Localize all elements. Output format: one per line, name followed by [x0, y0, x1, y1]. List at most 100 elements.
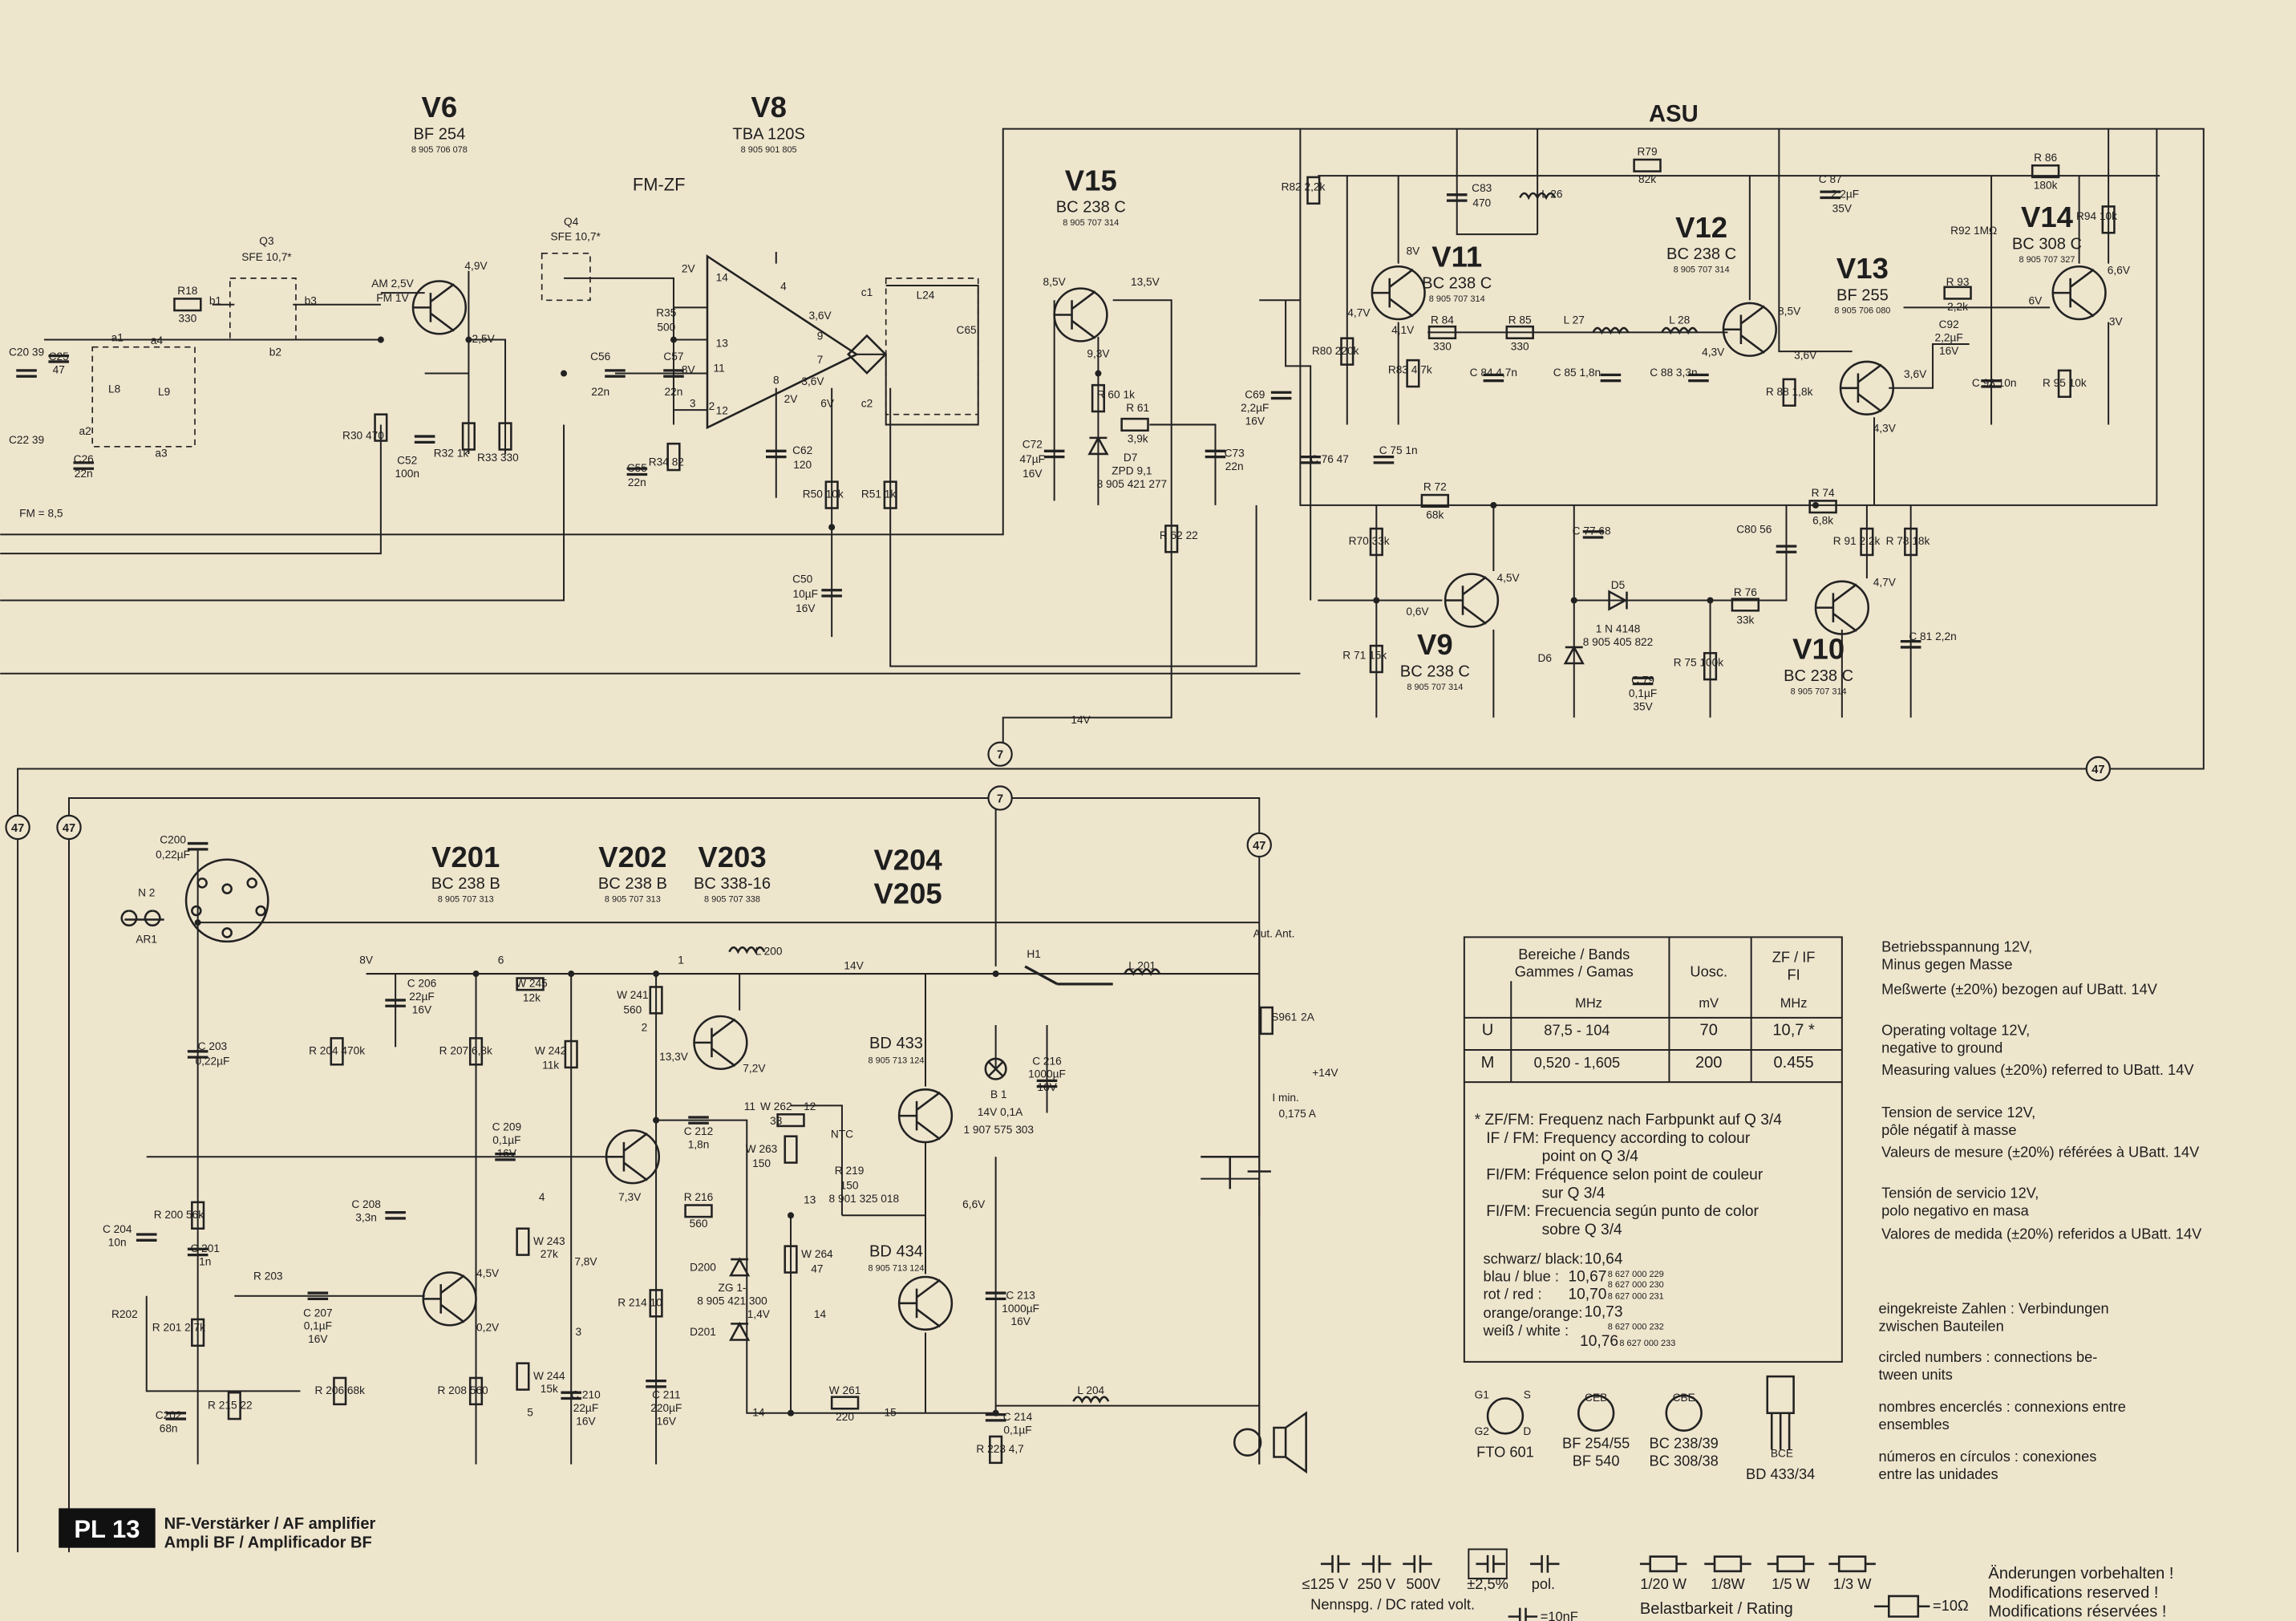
- junction-dot: [788, 1212, 795, 1219]
- capacitor-symbol: [414, 435, 435, 444]
- packages-4-label: BC 308/38: [1650, 1452, 1719, 1469]
- resistor-symbol: [776, 1113, 805, 1128]
- resistor-symbol: [516, 1362, 530, 1391]
- resistor-symbol: [1306, 176, 1321, 205]
- components-31-label: 22n: [665, 386, 683, 398]
- legend-caps-0-label: ≤125 V: [1302, 1575, 1350, 1592]
- wire: [775, 252, 1257, 667]
- stages-1-name-label: V8: [751, 91, 787, 124]
- transistor-v14-symbol: [2051, 265, 2107, 321]
- table-rows-1-range-label: 0,520 - 1,605: [1534, 1054, 1621, 1071]
- components-226-label: 0,2V: [476, 1322, 500, 1334]
- components-271-label: S961: [1271, 1011, 1297, 1023]
- junction-dot: [1373, 597, 1380, 604]
- capacitor-symbol: [385, 999, 406, 1007]
- junction-dot: [561, 370, 568, 377]
- components-104-label: 4,3V: [1873, 423, 1897, 435]
- components-295-label: c2: [861, 398, 873, 410]
- stages-6-type-label: BC 308 C: [2012, 235, 2082, 253]
- components-250-label: C 210: [571, 1389, 601, 1401]
- stages-9-part-label: 8 905 707 313: [438, 895, 494, 905]
- components-108-label: 2,2k: [1947, 301, 1968, 313]
- components-81-label: 8V: [1407, 245, 1421, 257]
- components-176-label: R 207 6,8k: [439, 1044, 492, 1056]
- table-notes-4-label: sur Q 3/4: [1542, 1185, 1606, 1202]
- table-colours-3-label-label: orange/orange:: [1484, 1304, 1583, 1321]
- resistor-symbol: [989, 1435, 1003, 1465]
- components-162-label: C 203: [198, 1040, 228, 1052]
- components-152-label: 0,1µF: [1629, 687, 1657, 699]
- components-72-label: C 87: [1819, 173, 1842, 185]
- capacitor-symbol: [1373, 455, 1395, 464]
- table-header-osc-unit-label: mV: [1699, 996, 1719, 1011]
- components-190-label: 11: [744, 1100, 755, 1112]
- components-59-label: 8 905 421 277: [1097, 478, 1168, 490]
- capacitor-symbol: [688, 1116, 709, 1125]
- junction-dot: [465, 336, 472, 343]
- components-197-label: R 219: [835, 1165, 865, 1177]
- components-255-label: 14: [752, 1406, 765, 1418]
- table-notes-1-label: IF / FM: Frequency according to colour: [1486, 1130, 1751, 1147]
- transistor-v6-symbol: [411, 280, 468, 335]
- wire: [0, 424, 565, 602]
- legend-resistor-icon: [1639, 1555, 1687, 1573]
- components-210-label: W 243: [533, 1235, 565, 1247]
- stages-4-name-label: V12: [1675, 211, 1727, 244]
- components-164-label: 8V: [359, 954, 374, 966]
- components: [5, 158, 2116, 1621]
- stages-1-part-label: 8 905 901 805: [741, 145, 797, 155]
- notes-right-13-label: zwischen Bauteilen: [1879, 1318, 2004, 1335]
- junction-dot: [653, 971, 660, 978]
- transistor-v9-symbol: [1444, 573, 1500, 628]
- components-42-label: C50: [792, 573, 812, 586]
- packages-0-label: FTO 601: [1476, 1444, 1534, 1461]
- resistor-symbol: [468, 1376, 484, 1406]
- ic-tba120s-symbol: [706, 254, 859, 430]
- components-298-label: 12: [716, 405, 728, 417]
- capacitor-symbol: [985, 1291, 1006, 1300]
- components-32-label: C55: [627, 462, 647, 474]
- socket-pin: [221, 883, 233, 894]
- components-186-label: 0,1µF: [492, 1134, 520, 1146]
- components-246-label: R 206 68k: [315, 1384, 366, 1396]
- resistor-symbol: [1120, 417, 1149, 432]
- wire: [1097, 336, 1217, 505]
- legend-capacitor-example-icon: [1508, 1607, 1538, 1621]
- table-notes-3-label: FI/FM: Fréquence selon point de couleur: [1486, 1167, 1764, 1184]
- components-257-label: 14: [814, 1308, 827, 1320]
- package-outline-icon: [1486, 1397, 1525, 1435]
- table-colours-1-label-label: blau / blue :: [1484, 1267, 1559, 1284]
- components-2-label: Q3: [259, 235, 274, 247]
- components-1-label: 330: [178, 313, 196, 325]
- components-138-label: R 78 18k: [1886, 535, 1930, 547]
- components-219-label: ZG 1-: [719, 1282, 747, 1294]
- socket-pin: [191, 905, 202, 917]
- stages-10-part-label: 8 905 707 313: [605, 895, 661, 905]
- components-223-label: W 264: [801, 1248, 833, 1260]
- package-outline-icon: [1577, 1394, 1615, 1432]
- resistor-symbol: [1782, 378, 1796, 407]
- wire: [146, 974, 996, 1414]
- resistor-symbol: [784, 1245, 798, 1274]
- coil-symbol: [1072, 1396, 1110, 1404]
- components-46-label: C65: [957, 324, 977, 336]
- components-156-label: C 81 2,2n: [1909, 630, 1956, 642]
- resistor-symbol: [1427, 325, 1457, 340]
- legend-caps-3-label: ±2,5%: [1467, 1575, 1508, 1592]
- capacitor-symbol: [307, 1291, 329, 1300]
- stages-10-type-label: BC 238 B: [598, 875, 667, 893]
- table-colours-1-freq-label: 10,67: [1568, 1268, 1606, 1285]
- coil-symbol: [1592, 326, 1630, 335]
- diode-symbol: [1087, 436, 1109, 456]
- table-colours-1-part-label: 8 627 000 230: [1608, 1280, 1664, 1290]
- notes-right-10-label: polo negativo en masa: [1881, 1202, 2029, 1218]
- components-213-label: 7,3V: [618, 1191, 642, 1203]
- stages-0-type-label: BF 254: [414, 125, 466, 143]
- components-146-label: 1 N 4148: [1596, 623, 1641, 635]
- stages-8-part-label: 8 905 707 314: [1791, 687, 1847, 696]
- components-37-label: 120: [793, 459, 812, 471]
- capacitor-symbol: [495, 1152, 516, 1161]
- components-83-label: 4,1V: [1391, 324, 1415, 336]
- components-307-label: 2V: [784, 393, 799, 405]
- junction-dot: [1707, 597, 1714, 604]
